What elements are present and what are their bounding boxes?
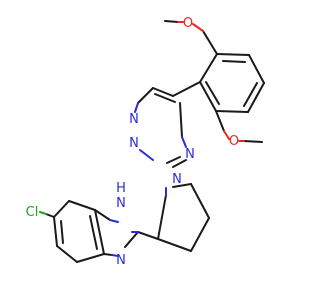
- bond: [137, 231, 159, 240]
- bond: [124, 231, 139, 248]
- bond: [76, 253, 105, 263]
- bond: [157, 194, 167, 240]
- atom-nitrogen-triazine-1: N: [129, 112, 139, 127]
- bond: [172, 81, 201, 97]
- nitrogen-bonds: [109, 102, 187, 257]
- bond: [172, 159, 187, 168]
- bond: [103, 253, 113, 256]
- bond: [152, 87, 174, 97]
- bond: [190, 217, 210, 252]
- bond-inner: [89, 215, 98, 250]
- bond: [190, 183, 210, 219]
- bond: [172, 183, 192, 188]
- bond: [53, 200, 70, 218]
- bond: [94, 209, 105, 255]
- atom-oxygen-bottom: O: [229, 134, 239, 149]
- bond: [247, 82, 265, 113]
- bond-nitrogen: [109, 219, 119, 223]
- oxygen-bonds: [177, 21, 245, 142]
- bond-inner: [60, 220, 64, 244]
- bond: [202, 30, 218, 55]
- bond-nitrogen: [181, 136, 187, 148]
- bond: [215, 110, 249, 113]
- atom-nitrogen-imidazole: N: [116, 253, 126, 268]
- bond-nitrogen: [111, 254, 119, 257]
- molecule-canvas: O O N N N N H N N Cl: [26, 16, 265, 268]
- molecule-structure: O O N N N N H N N Cl: [26, 16, 265, 268]
- bond: [53, 216, 58, 247]
- bond: [243, 140, 263, 143]
- bond-inner: [243, 82, 258, 107]
- atom-nitrogen-triazine-2: N: [129, 136, 139, 151]
- atom-nitrogen-imidazole-nh: N: [116, 196, 126, 211]
- bond-inner: [205, 81, 220, 105]
- bond-oxygen: [223, 130, 230, 140]
- bond: [56, 245, 78, 263]
- bond-chlorine: [39, 211, 47, 215]
- atom-oxygen-top: O: [183, 16, 193, 31]
- bond: [216, 53, 250, 56]
- bonds: [45, 20, 265, 263]
- atom-nitrogen-pyrrolidine: N: [172, 172, 182, 187]
- bond: [94, 209, 111, 221]
- bond: [199, 81, 217, 112]
- bond: [248, 54, 265, 84]
- bond: [154, 93, 176, 103]
- atom-nitrogen-triazine-3: N: [185, 147, 195, 162]
- bond: [166, 156, 181, 164]
- bond: [199, 53, 218, 83]
- bond: [179, 102, 183, 138]
- bond: [45, 213, 55, 218]
- bond: [164, 20, 179, 23]
- bond-nitrogen: [134, 102, 139, 113]
- atom-hydrogen-imidazole: H: [116, 181, 126, 196]
- bond-nitrogen: [139, 149, 154, 161]
- bond-inner: [222, 60, 246, 63]
- bond: [215, 110, 225, 132]
- bond: [157, 238, 192, 252]
- bond-oxygen: [192, 23, 204, 32]
- chlorine-bonds: [39, 211, 47, 215]
- atom-chlorine: Cl: [26, 205, 39, 220]
- bond: [137, 87, 154, 104]
- bond: [68, 200, 96, 211]
